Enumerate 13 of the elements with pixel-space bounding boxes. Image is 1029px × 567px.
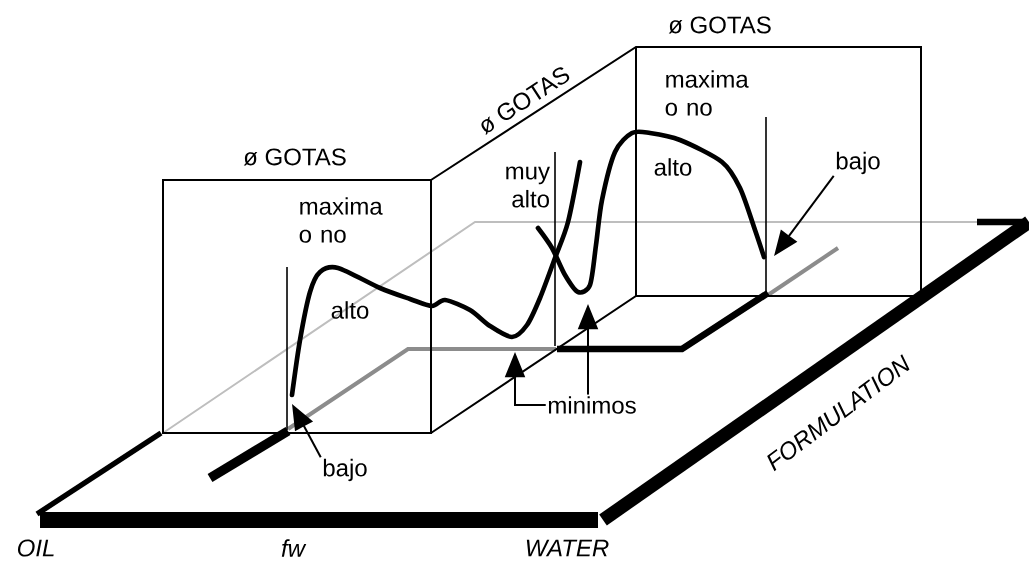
callout-label: bajo (836, 151, 880, 175)
axis-label: OIL (17, 539, 54, 557)
axis-label: ø GOTAS (668, 16, 771, 34)
axis-label: WATER (526, 539, 609, 557)
curve-label: alto (654, 158, 692, 176)
curve-label: maxima o no (299, 197, 383, 243)
curve-label: maxima o no (665, 70, 749, 116)
callout-label: bajo (323, 458, 367, 482)
axis-label: ø GOTAS (243, 148, 346, 166)
curve-label: alto (331, 301, 369, 319)
curve-label: muy alto (506, 166, 550, 208)
callout-label: minimos (548, 396, 636, 414)
axis-label: fw (281, 539, 307, 557)
